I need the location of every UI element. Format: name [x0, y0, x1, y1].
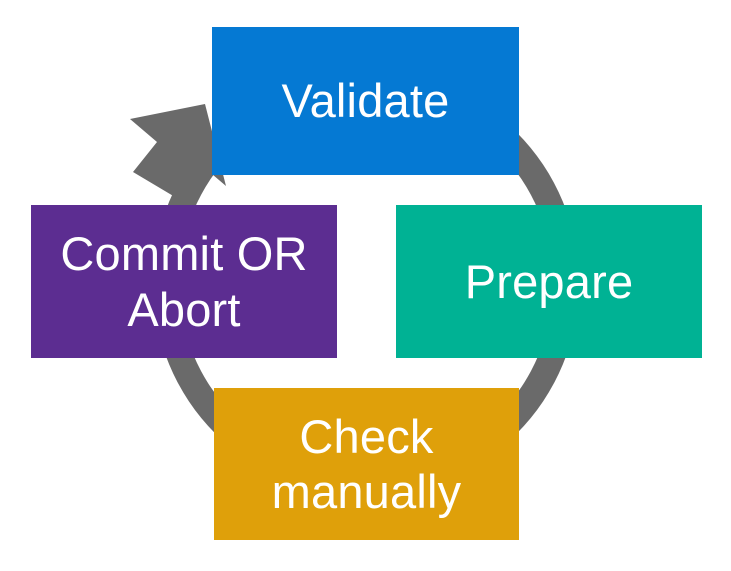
- cycle-node-validate-label: Validate: [281, 74, 450, 128]
- cycle-node-validate[interactable]: Validate: [212, 27, 519, 175]
- ring-arrowhead-icon: [130, 104, 226, 197]
- cycle-node-commit-or-abort[interactable]: Commit OR Abort: [31, 205, 337, 358]
- cycle-node-check-manually[interactable]: Check manually: [214, 388, 519, 540]
- cycle-node-check-manually-label: Check manually: [271, 409, 462, 518]
- cycle-node-prepare[interactable]: Prepare: [396, 205, 702, 358]
- cycle-node-prepare-label: Prepare: [464, 254, 634, 308]
- cycle-node-commit-or-abort-label: Commit OR Abort: [60, 227, 308, 336]
